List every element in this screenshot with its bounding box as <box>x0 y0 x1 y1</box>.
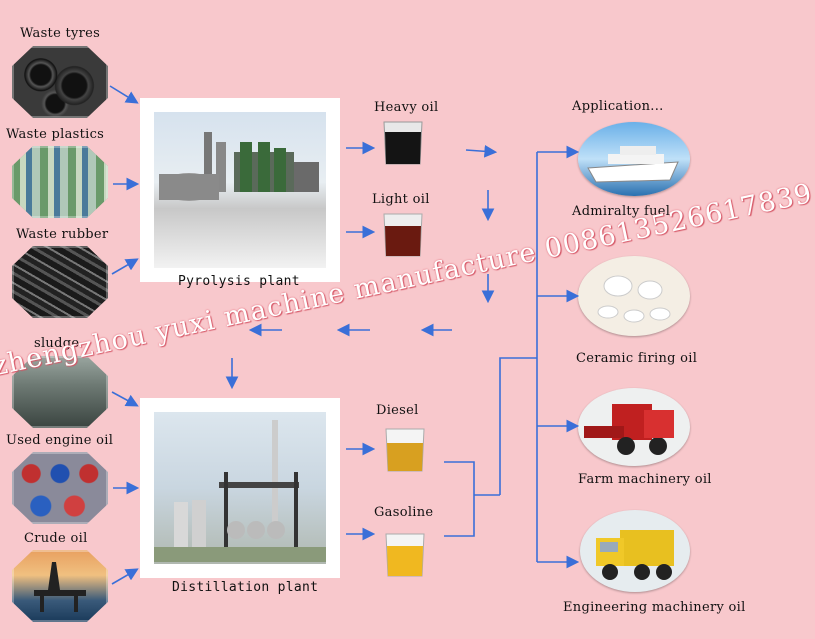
applications-heading: Application... <box>572 99 664 114</box>
arrow-rubber <box>111 258 139 275</box>
application-farm-machinery-label: Farm machinery oil <box>578 472 712 487</box>
crude-oil-image <box>12 550 108 622</box>
distillation-plant-frame <box>140 398 340 578</box>
distillation-plant-image <box>154 412 326 564</box>
bracket-gasoline <box>444 495 475 537</box>
arrow-crude-oil <box>111 568 139 585</box>
waste-tyres-image <box>12 46 108 118</box>
oil-rig-icon <box>34 562 86 612</box>
used-engine-oil-image <box>12 452 108 524</box>
engineering-machinery-image <box>580 510 690 592</box>
waste-rubber-image <box>12 246 108 318</box>
input-waste-plastics-label: Waste plastics <box>6 127 105 142</box>
input-crude-oil-label: Crude oil <box>24 531 88 546</box>
pyrolysis-plant-image <box>154 112 326 268</box>
ship-icon <box>587 146 679 183</box>
pyrolysis-plant-frame <box>140 98 340 282</box>
waste-plastics-image <box>12 146 108 218</box>
diesel-label: Diesel <box>376 403 419 418</box>
light-oil-label: Light oil <box>372 192 430 207</box>
ceramic-firing-image <box>578 256 690 336</box>
bracket-diesel <box>444 461 475 495</box>
diesel-beaker-icon <box>385 428 425 472</box>
admiralty-fuel-image <box>578 122 690 196</box>
input-waste-rubber-label: Waste rubber <box>16 227 109 242</box>
sludge-image <box>12 356 108 428</box>
arrow-sludge <box>111 391 139 407</box>
application-engineering-machinery-label: Engineering machinery oil <box>563 600 746 615</box>
arrow-heavy-right <box>465 144 498 158</box>
arrow-tyres <box>109 85 139 104</box>
distillation-plant-label: Distillation plant <box>172 580 319 595</box>
input-used-engine-oil-label: Used engine oil <box>6 433 114 448</box>
pyrolysis-plant-label: Pyrolysis plant <box>178 274 300 289</box>
pyrolysis-plant-drawing <box>159 132 319 201</box>
truck-icon <box>596 530 674 580</box>
gasoline-beaker-icon <box>385 533 425 577</box>
input-waste-tyres-label: Waste tyres <box>20 26 101 41</box>
distillation-plant-drawing <box>154 420 326 562</box>
bracket-up <box>499 357 537 495</box>
heavy-oil-label: Heavy oil <box>374 100 439 115</box>
light-oil-beaker-icon <box>383 213 423 257</box>
farm-machinery-image <box>578 388 690 466</box>
heavy-oil-beaker-icon <box>383 121 423 165</box>
harvester-icon <box>584 404 674 455</box>
input-sludge-label: sludge <box>34 336 80 351</box>
application-admiralty-fuel-label: Admiralty fuel <box>572 204 671 219</box>
application-ceramic-firing-label: Ceramic firing oil <box>576 351 698 366</box>
ceramics-icon <box>597 275 671 323</box>
gasoline-label: Gasoline <box>374 505 434 520</box>
